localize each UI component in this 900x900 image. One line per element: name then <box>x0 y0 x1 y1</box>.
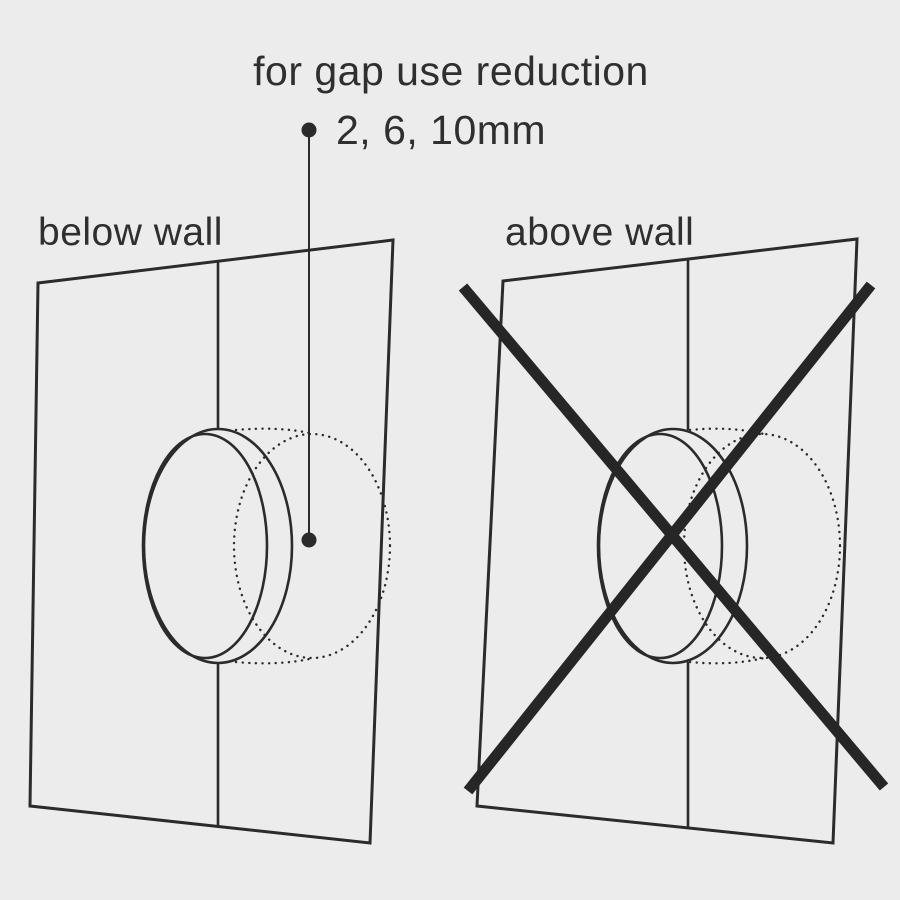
above-wall-figure: above wall <box>458 211 889 845</box>
annotation: for gap use reduction 2, 6, 10mm <box>253 48 649 548</box>
below-wall-figure: below wall <box>28 211 395 845</box>
above-wall-label: above wall <box>505 211 694 254</box>
cross-icon <box>458 281 889 795</box>
annotation-bullet-dot <box>301 122 317 138</box>
recessed-position-dotted-ellipse <box>682 432 842 660</box>
wall-plate-outline <box>28 238 395 845</box>
cross-stroke-2 <box>463 281 876 795</box>
recessed-dotted-bottom-line <box>688 656 766 665</box>
knob-rim-ellipse <box>142 427 294 665</box>
leader-end-dot <box>301 532 317 548</box>
annotation-heading: for gap use reduction <box>253 48 649 94</box>
recessed-dotted-bottom-line <box>234 656 316 665</box>
recessed-dotted-top-line <box>234 427 316 436</box>
knob-front-ellipse <box>141 432 269 660</box>
recessed-dotted-top-line <box>688 427 766 436</box>
wall-plate-outline <box>475 237 859 845</box>
below-wall-label: below wall <box>38 211 223 254</box>
annotation-values: 2, 6, 10mm <box>336 107 546 153</box>
knob-front-ellipse <box>596 432 724 660</box>
recessed-position-dotted-ellipse <box>232 432 392 660</box>
